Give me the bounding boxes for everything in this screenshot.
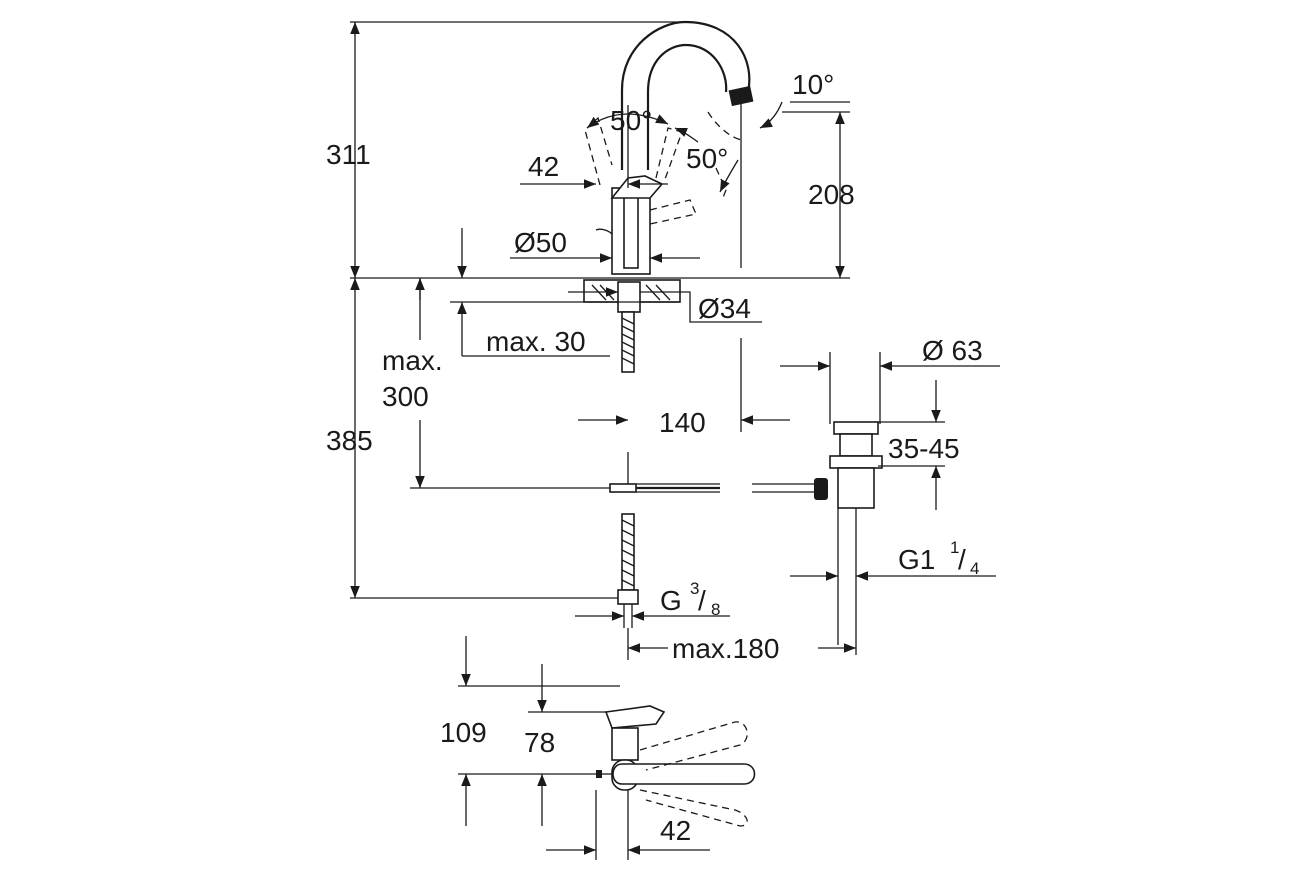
- dim-spout-angle: 10°: [792, 69, 834, 100]
- dim-below-height: 385: [326, 425, 373, 456]
- spout-aerator: [728, 85, 754, 107]
- dimension-labels: 311 208 10° 50° 50° 42 Ø50 Ø34 max. 30 3…: [326, 69, 983, 846]
- dim-total-height: 311: [326, 139, 371, 170]
- side-lever: [612, 763, 756, 785]
- dim-side-lever-width: 42: [660, 815, 691, 846]
- dim-waste-range: 35-45: [888, 433, 960, 464]
- dim-hose-thread: G: [660, 585, 682, 616]
- dim-max-length-line1: max.: [382, 345, 443, 376]
- dim-base-diameter: Ø50: [514, 227, 567, 258]
- dim-max-thickness: max. 30: [486, 326, 586, 357]
- dim-max-length-line2: 300: [382, 381, 429, 412]
- hose-connector: [609, 483, 637, 493]
- dim-spout-height: 208: [808, 179, 855, 210]
- dimension-lines: [350, 21, 1000, 860]
- dim-waste-thread-num: 1: [950, 538, 959, 557]
- pop-up-waste: [752, 421, 883, 655]
- hose-nut: [617, 589, 639, 605]
- faucet-side-view: [596, 705, 756, 827]
- dim-hose-thread-num: 3: [690, 579, 699, 598]
- dim-waste-thread-den: 4: [970, 559, 979, 578]
- dim-lever-angle-right: 50°: [686, 143, 728, 174]
- dim-spout-reach: 140: [659, 407, 706, 438]
- dim-side-height-inner: 78: [524, 727, 555, 758]
- dim-waste-thread-slash: /: [958, 544, 966, 575]
- supply-hoses: [609, 452, 720, 628]
- faucet-lever: [610, 175, 664, 199]
- dim-lever-width: 42: [528, 151, 559, 182]
- dim-waste-thread: G1: [898, 544, 935, 575]
- dim-max-reach: max.180: [672, 633, 779, 664]
- dim-hole-diameter: Ø34: [698, 293, 751, 324]
- dim-side-height-outer: 109: [440, 717, 487, 748]
- dim-hose-thread-den: 8: [711, 600, 720, 619]
- dim-lever-angle-left: 50°: [610, 105, 652, 136]
- dim-hose-thread-slash: /: [698, 585, 706, 616]
- dim-waste-diameter: Ø 63: [922, 335, 983, 366]
